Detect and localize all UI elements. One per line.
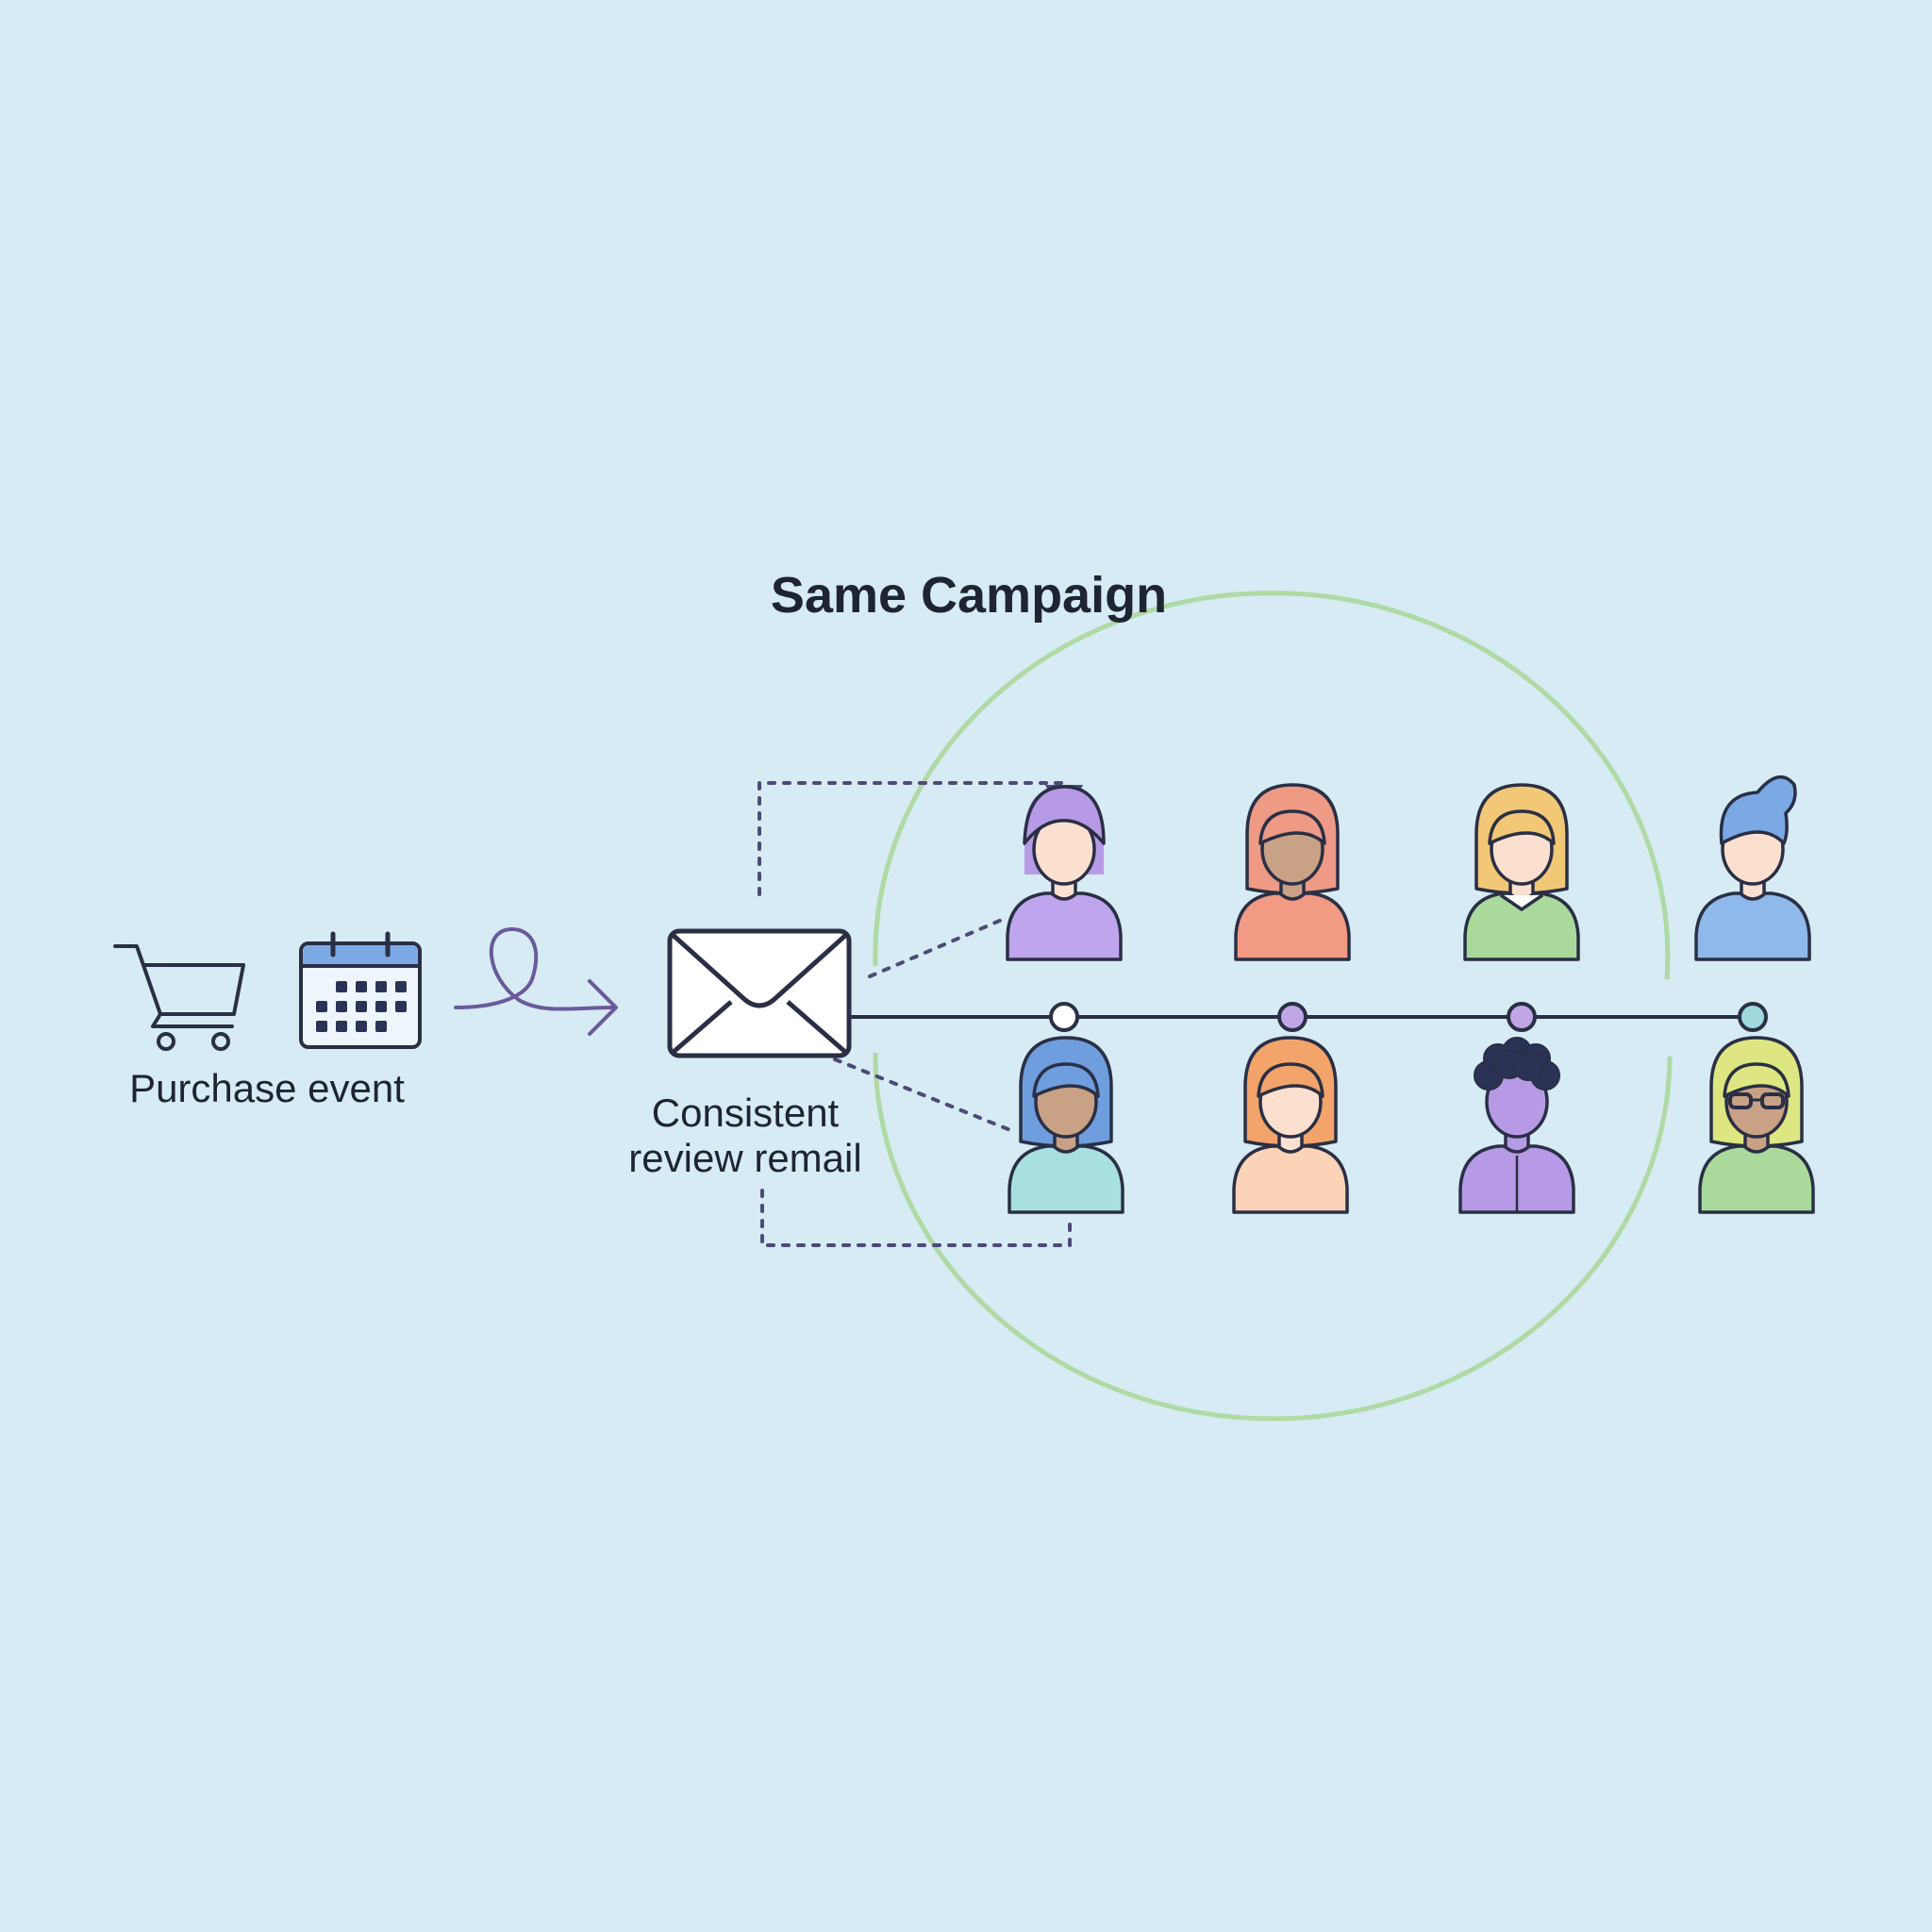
email-label-line-2: review remail — [628, 1136, 862, 1180]
recipients-top-row — [1006, 775, 1811, 961]
recipient-avatar-top-4 — [1694, 775, 1811, 961]
recipient-avatar-bottom-4 — [1698, 1036, 1815, 1214]
recipient-avatar-top-3 — [1463, 783, 1580, 961]
diagram-title: Same Campaign — [770, 567, 1168, 624]
recipients-bottom-row — [1008, 1036, 1815, 1214]
campaign-circle — [873, 591, 1673, 1422]
loop-arrow-icon — [454, 927, 618, 1036]
recipient-avatar-bottom-1 — [1008, 1036, 1124, 1214]
calendar-icon — [299, 931, 422, 1049]
email-label: Consistent review remail — [509, 1091, 981, 1181]
recipient-avatar-top-2 — [1234, 783, 1351, 961]
envelope-icon — [667, 928, 852, 1058]
recipient-avatar-bottom-3 — [1458, 1037, 1575, 1214]
timeline-node-4 — [1738, 1002, 1768, 1032]
email-label-line-1: Consistent — [651, 1091, 840, 1135]
purchase-event-label: Purchase event — [129, 1066, 405, 1110]
timeline-node-3 — [1507, 1002, 1537, 1032]
timeline-nodes — [1049, 1002, 1768, 1032]
cart-icon — [113, 944, 245, 1051]
timeline-node-1 — [1049, 1002, 1079, 1032]
timeline-node-2 — [1277, 1002, 1307, 1032]
recipient-avatar-bottom-2 — [1232, 1036, 1349, 1214]
recipient-avatar-top-1 — [1006, 785, 1123, 961]
